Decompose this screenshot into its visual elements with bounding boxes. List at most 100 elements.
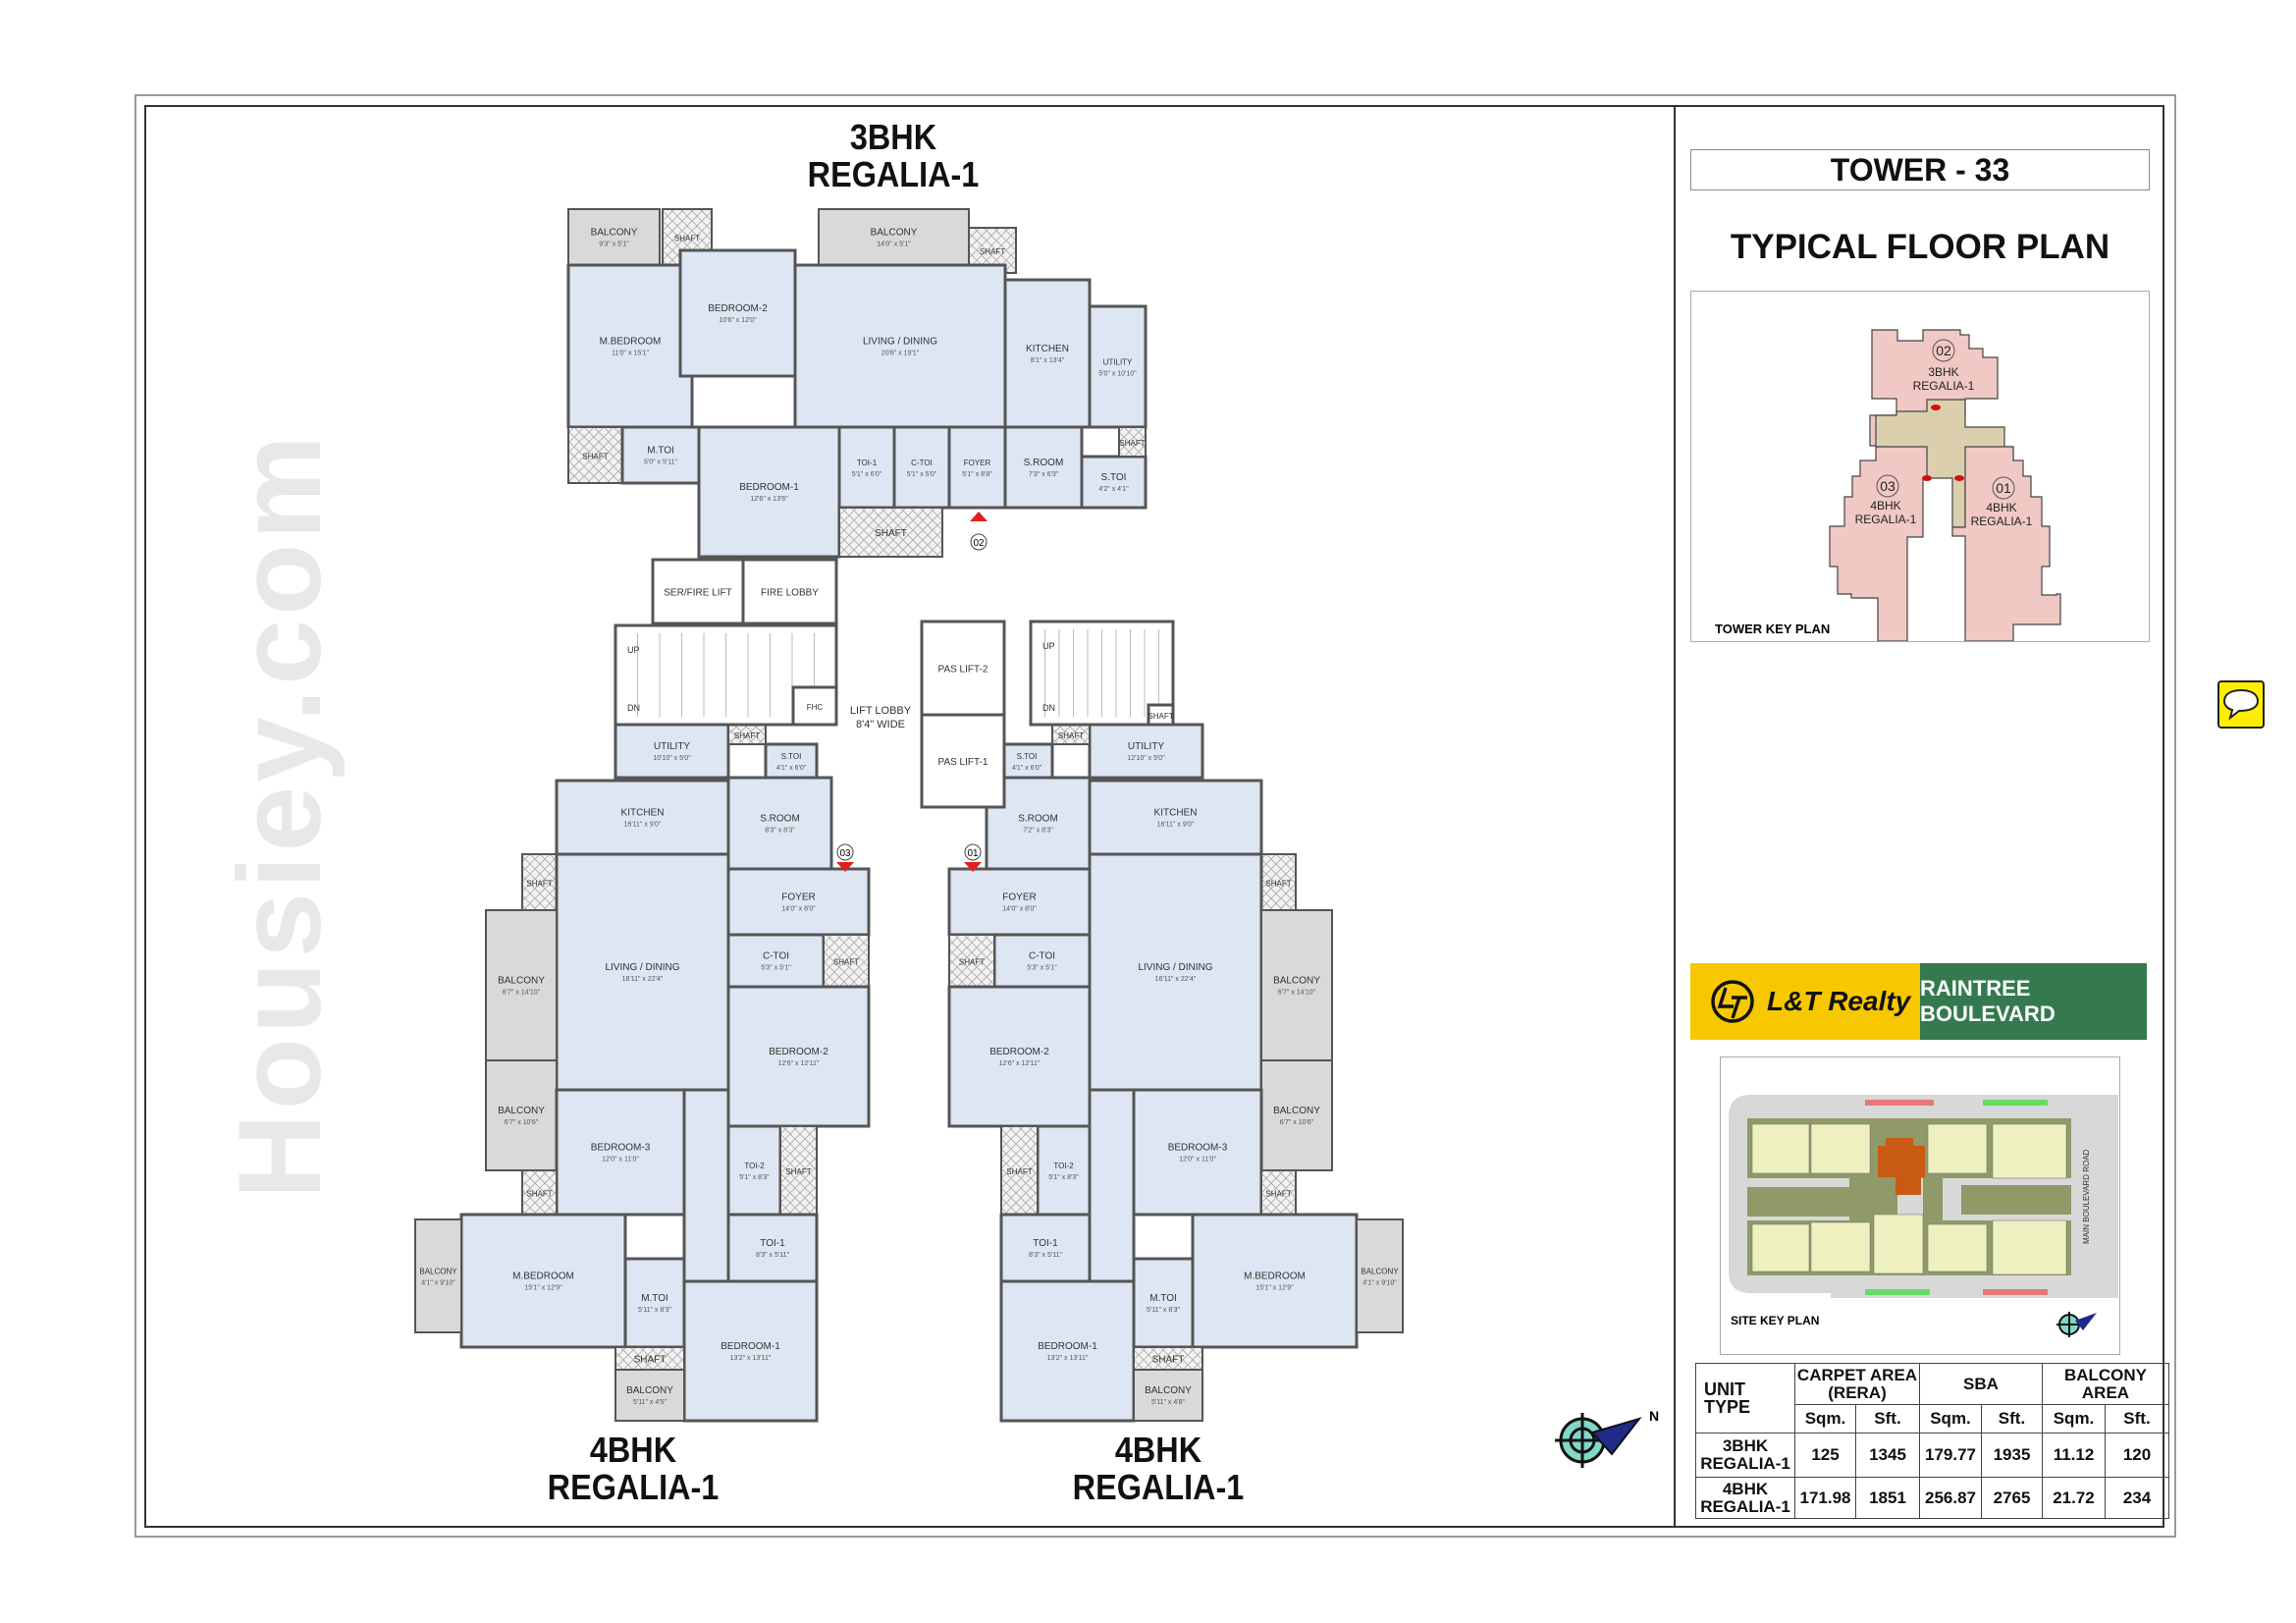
entry-marker-03: 03	[836, 843, 854, 872]
room-label: BALCONY	[1145, 1385, 1192, 1396]
room-dimension: 7'2" x 8'3"	[1023, 828, 1053, 835]
lift-lobby-width: 8'4" WIDE	[856, 719, 905, 730]
room-shaft: SHAFT	[948, 934, 995, 988]
room-dimension: 12'6" x 12'11"	[778, 1060, 820, 1067]
area-table: UNIT TYPE CARPET AREA (RERA) SBA BALCONY…	[1695, 1363, 2169, 1519]
room-dimension: 4'1" x 6'0"	[776, 765, 807, 772]
core-fhc: FHC	[791, 685, 838, 727]
unit-title-line1: 4BHK	[1114, 1430, 1202, 1470]
room-dimension: 16'11" x 22'4"	[1155, 976, 1197, 983]
bal-sqm-cell: 11.12	[2042, 1433, 2106, 1478]
room-shape	[1356, 1218, 1404, 1333]
room-label: SHAFT	[734, 731, 760, 740]
room-dimension: 4'1" x 9'10"	[421, 1280, 455, 1287]
room-dimension: 8'3" x 5'11"	[1029, 1252, 1062, 1259]
room-label: TOI-2	[1053, 1162, 1074, 1170]
room-dimension: 6'7" x 14'10"	[503, 990, 541, 997]
room-label: BALCONY	[1273, 1106, 1320, 1116]
header-sba: SBA	[1919, 1363, 2043, 1405]
bal-sqm-cell: 21.72	[2042, 1477, 2106, 1519]
carpet-sqm-cell: 171.98	[1794, 1477, 1856, 1519]
room-shape	[678, 248, 797, 378]
room-label: SHAFT	[785, 1167, 811, 1176]
core-label: FHC	[807, 703, 824, 712]
room-shape	[555, 852, 730, 1092]
room-dimension: 5'1" x 8'3"	[739, 1174, 770, 1181]
room-label: M.TOI	[641, 1293, 668, 1304]
room-m-toi: M.TOI 5'0" x 5'11"	[620, 425, 701, 485]
room-label: SHAFT	[1152, 1355, 1185, 1366]
key-unit-name: REGALIA-1	[1913, 379, 1975, 393]
room-balcony: BALCONY 5'11" x 4'8"	[1133, 1369, 1203, 1422]
room-label: BALCONY	[591, 228, 638, 239]
unit-title-4bhk-right: 4BHK REGALIA-1	[1052, 1432, 1264, 1506]
room-dimension: 5'11" x 4'5"	[633, 1399, 667, 1406]
north-label: N	[1649, 1408, 1659, 1424]
room-dimension: 5'3" x 5'1"	[761, 965, 791, 972]
room-shape	[1088, 304, 1148, 429]
key-unit-name: REGALIA-1	[1971, 514, 2033, 528]
room-shape	[837, 425, 896, 510]
room-label: BALCONY	[1273, 976, 1320, 987]
room-s-toi: S.TOI 4'1" x 6'0"	[999, 742, 1054, 780]
sba-sqm-cell: 256.87	[1919, 1477, 1982, 1519]
room-shape	[1133, 1369, 1203, 1422]
lift-lobby-label: LIFT LOBBY 8'4" WIDE	[850, 705, 912, 730]
project-name: RAINTREE BOULEVARD	[1920, 963, 2147, 1040]
room-toi-2: TOI-25'1" x 8'3"	[726, 1124, 782, 1217]
room-dimension: 15'1" x 12'9"	[1255, 1285, 1294, 1292]
room-dimension: 5'11" x 4'8"	[1151, 1399, 1185, 1406]
room-dimension: 10'6" x 12'0"	[719, 317, 757, 324]
room-label: BEDROOM-1	[1038, 1341, 1097, 1352]
unit-title-line2: REGALIA-1	[807, 154, 980, 194]
room-label: BEDROOM-2	[989, 1047, 1049, 1057]
room-label: M.TOI	[647, 446, 674, 457]
room-dimension: 4'1" x 6'0"	[1012, 765, 1042, 772]
room-label: UTILITY	[1103, 358, 1133, 367]
stair-up-label: UP	[1042, 641, 1055, 651]
room-shape	[1118, 426, 1147, 458]
room-shaft: SHAFT	[1133, 1346, 1203, 1371]
room-label: C-TOI	[1029, 951, 1055, 962]
brand-block: L&T Realty	[1690, 963, 1920, 1040]
room-bedroom-2: BEDROOM-2 12'6" x 12'11"	[726, 985, 871, 1128]
entry-arrow-icon	[836, 862, 854, 872]
room-bedroom-1: BEDROOM-112'6" x 13'6"	[697, 425, 841, 559]
room-label: LIVING / DINING	[1138, 962, 1212, 973]
room-label: BEDROOM-2	[708, 303, 768, 314]
entry-marker-02: 02	[970, 512, 988, 551]
room-shape	[892, 425, 951, 510]
header-carpet-area: CARPET AREA (RERA)	[1794, 1363, 1920, 1405]
bal-sft-cell: 234	[2105, 1477, 2169, 1519]
chat-bubble-icon[interactable]	[2217, 680, 2265, 729]
room-label: UTILITY	[654, 741, 691, 752]
subheader-sft: Sft.	[1981, 1404, 2043, 1434]
room-label: BEDROOM-2	[769, 1047, 828, 1057]
entry-arrow-icon	[964, 862, 982, 872]
room-shape	[947, 425, 1007, 510]
room-shape	[947, 867, 1092, 937]
unit-title-line2: REGALIA-1	[547, 1467, 720, 1507]
room-label: BALCONY	[1361, 1268, 1399, 1276]
room-label: BALCONY	[626, 1385, 673, 1396]
room-label: SHAFT	[674, 235, 700, 243]
room-label: FOYER	[964, 459, 991, 467]
room-shape	[947, 985, 1092, 1128]
room-dimension: 5'0" x 5'11"	[644, 460, 677, 466]
unit-title-line2: REGALIA-1	[1072, 1467, 1245, 1507]
room-label: S.TOI	[1017, 752, 1038, 761]
subheader-sqm: Sqm.	[1794, 1404, 1856, 1434]
